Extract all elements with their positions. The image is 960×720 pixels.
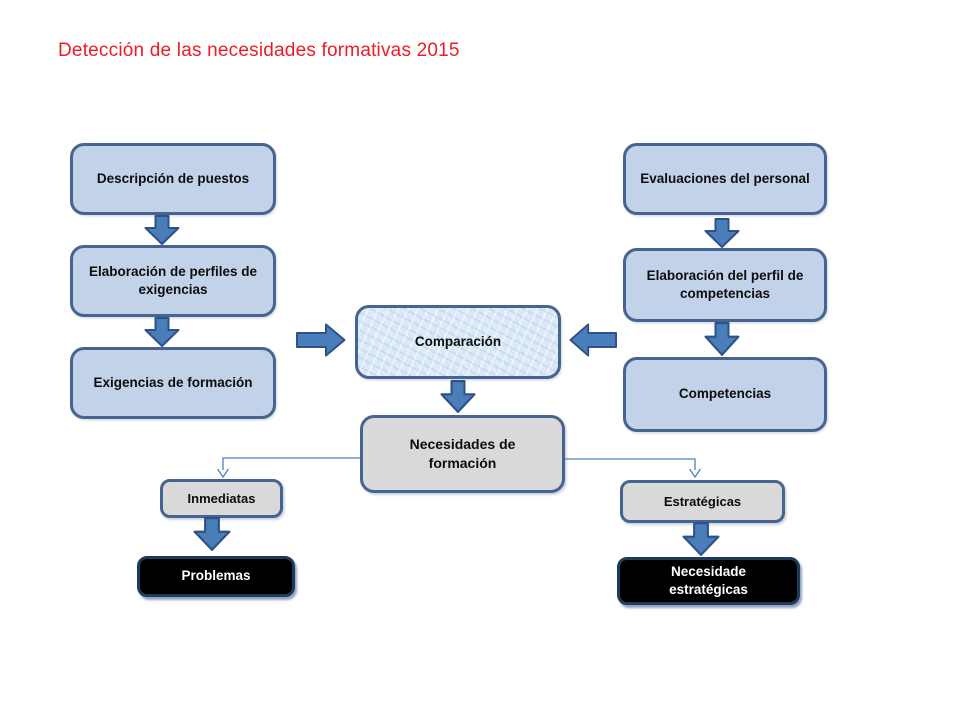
node-label: Competencias [678,386,772,402]
node-estrategicas: Estratégicas [620,480,785,523]
down-arrow [704,322,740,356]
node-comparacion: Comparación [355,305,561,379]
node-elaboracion-de-perfiles: Elaboración de perfiles de exigencias [70,245,276,317]
connector-left-arrowhead [216,468,230,479]
node-label: Evaluaciones del personal [640,170,810,186]
node-label: Elaboración de perfiles de exigencias [88,263,258,297]
node-evaluaciones-del-personal: Evaluaciones del personal [623,143,827,215]
node-problemas: Problemas [137,556,295,597]
down-arrow [144,215,180,245]
node-label: Estratégicas [663,493,742,509]
node-exigencias-de-formacion: Exigencias de formación [70,347,276,419]
node-label: Exigencias de formación [93,374,253,390]
connector-right [565,458,696,470]
node-inmediatas: Inmediatas [160,479,283,518]
node-label: Necesidade estratégicas [669,563,748,597]
node-label: Elaboración del perfil de competencias [646,267,804,301]
down-arrow [704,218,740,248]
node-elaboracion-del-perfil: Elaboración del perfil de competencias [623,248,827,322]
node-label: Comparación [414,333,502,349]
page-title: Detección de las necesidades formativas … [58,40,460,61]
down-arrow [440,380,476,413]
node-label: Necesidades de formación [409,436,516,471]
down-arrow [682,522,720,556]
connector-left [222,457,360,470]
right-arrow [296,323,346,357]
node-necesidades-de-formacion: Necesidades de formación [360,415,565,493]
node-label: Problemas [181,568,251,584]
node-label: Descripción de puestos [96,170,250,186]
down-arrow [144,317,180,347]
node-label: Inmediatas [187,490,256,506]
down-arrow [193,517,231,551]
node-descripcion-de-puestos: Descripción de puestos [70,143,276,215]
node-competencias: Competencias [623,357,827,432]
left-arrow [569,323,617,357]
connector-right-arrowhead [688,468,702,479]
node-necesidade-estrategicas: Necesidade estratégicas [617,557,800,605]
